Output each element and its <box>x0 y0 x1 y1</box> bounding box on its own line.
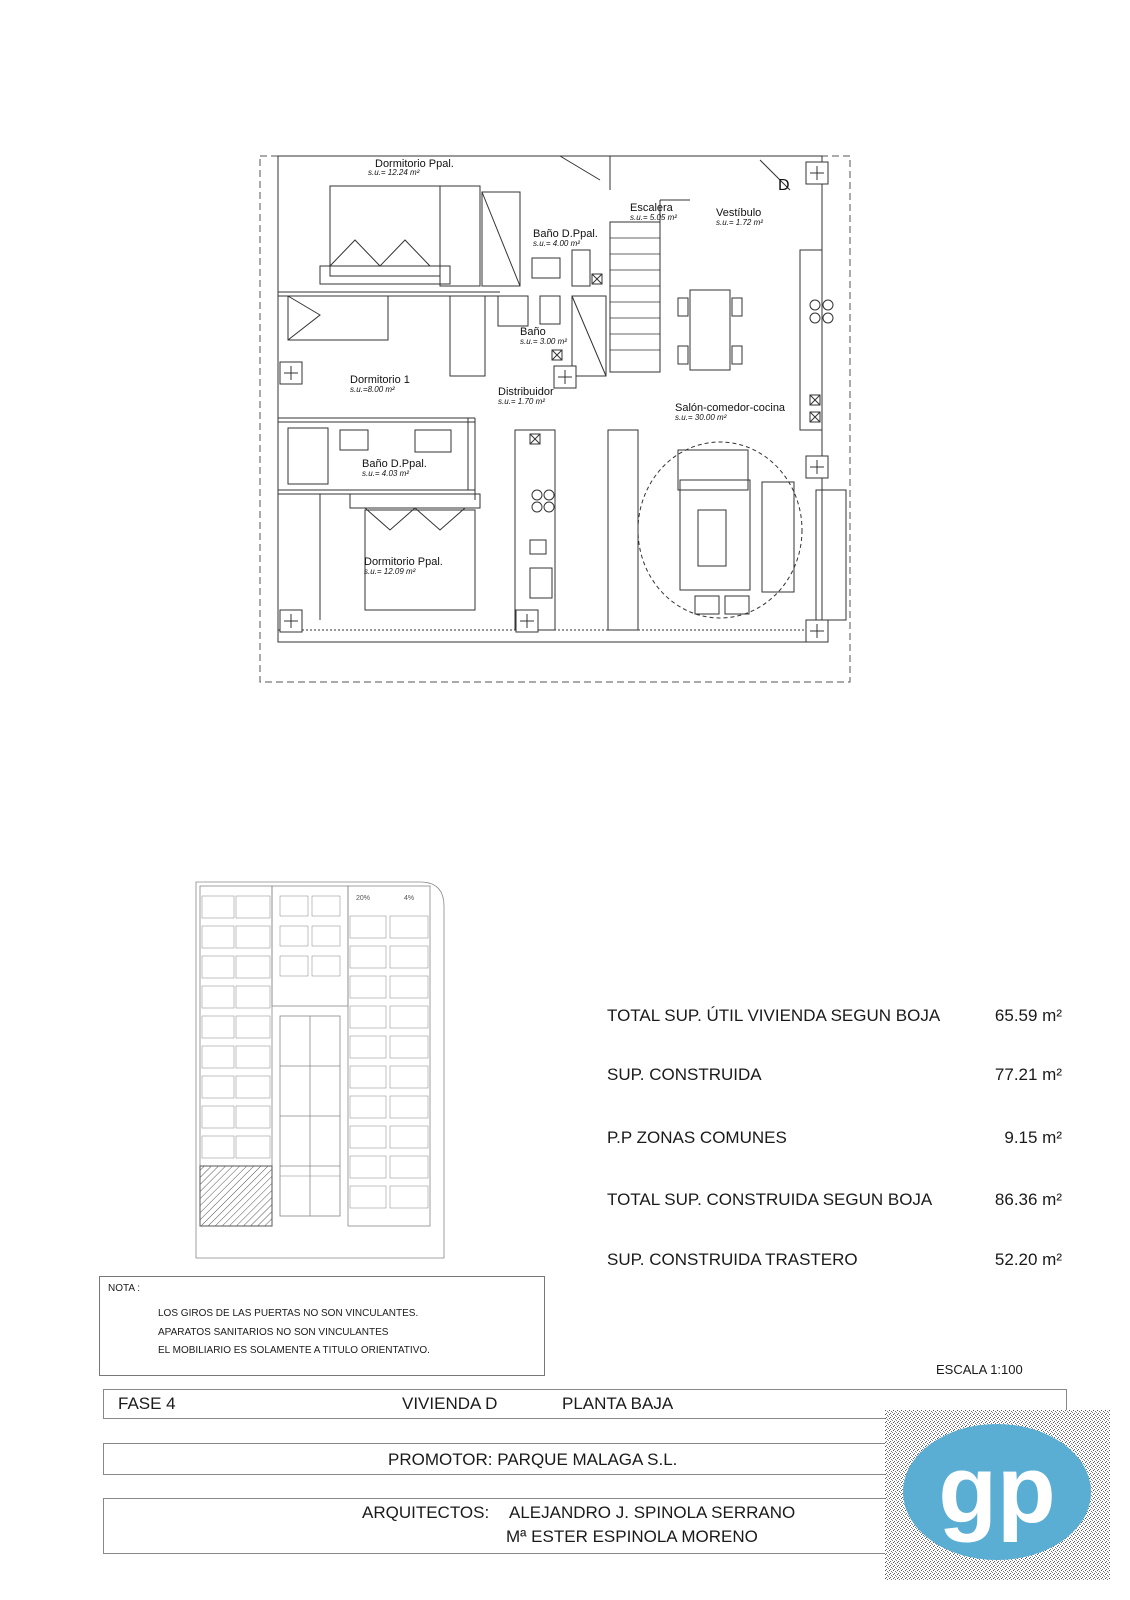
room-name: Baño D.Ppal. <box>362 458 427 470</box>
room-vestibulo: Vestíbulo s.u.= 1.72 m² <box>716 207 763 227</box>
logo-graphic: gp <box>885 1410 1110 1580</box>
room-name: Dormitorio Ppal. <box>375 158 454 170</box>
architects-label: ARQUITECTOS: <box>362 1503 490 1522</box>
area-value: 52.20 m² <box>994 1250 1062 1269</box>
area-value: 77.21 m² <box>994 1065 1062 1084</box>
room-bano-dppal-top: Baño D.Ppal. s.u.= 4.00 m² <box>533 228 598 248</box>
note-line: LOS GIROS DE LAS PUERTAS NO SON VINCULAN… <box>158 1308 419 1319</box>
area-row: P.P ZONAS COMUNES 9.15 m² <box>607 1128 1062 1152</box>
note-box: NOTA : LOS GIROS DE LAS PUERTAS NO SON V… <box>99 1276 545 1376</box>
site-key-plan: 20% 4% <box>195 881 445 1259</box>
room-area: s.u.= 4.00 m² <box>533 239 580 248</box>
note-title: NOTA : <box>108 1283 141 1294</box>
promoter-label: PROMOTOR: PARQUE MALAGA S.L. <box>388 1450 678 1469</box>
room-name: Dormitorio Ppal. <box>364 556 443 568</box>
room-name: Distribuidor <box>498 386 554 398</box>
room-name: Baño <box>520 326 546 338</box>
unit-label: VIVIENDA D <box>402 1394 498 1413</box>
gp-logo: gp <box>885 1410 1110 1580</box>
room-dormitorio-ppal-top: Dormitorio Ppal. s.u.= 12.24 m² <box>368 158 454 177</box>
room-area: s.u.= 1.72 m² <box>716 218 763 227</box>
area-row: SUP. CONSTRUIDA 77.21 m² <box>607 1065 1062 1089</box>
architect-1: ALEJANDRO J. SPINOLA SERRANO <box>509 1503 796 1522</box>
site-label-1: 20% <box>356 895 370 902</box>
unit-letter: D <box>778 177 790 194</box>
room-area: s.u.= 12.09 m² <box>364 567 416 576</box>
note-line: EL MOBILIARIO ES SOLAMENTE A TITULO ORIE… <box>158 1345 430 1356</box>
area-value: 65.59 m² <box>994 1006 1062 1025</box>
area-value: 86.36 m² <box>994 1190 1062 1209</box>
room-bano-dppal-bottom: Baño D.Ppal. s.u.= 4.03 m² <box>362 458 427 478</box>
room-dormitorio-1: Dormitorio 1 s.u.=8.00 m² <box>350 374 410 394</box>
room-name: Salón-comedor-cocina <box>675 402 786 414</box>
logo-text: gp <box>938 1436 1055 1543</box>
area-label: SUP. CONSTRUIDA TRASTERO <box>607 1250 858 1269</box>
highlighted-unit <box>199 1165 273 1227</box>
site-label-2: 4% <box>404 895 414 902</box>
room-dormitorio-ppal-bottom: Dormitorio Ppal. s.u.= 12.09 m² <box>364 556 443 576</box>
room-area: s.u.=8.00 m² <box>350 385 395 394</box>
room-area: s.u.= 12.24 m² <box>368 168 420 177</box>
area-row: SUP. CONSTRUIDA TRASTERO 52.20 m² <box>607 1250 1062 1274</box>
area-value: 9.15 m² <box>1004 1128 1062 1147</box>
room-name: Vestíbulo <box>716 207 761 219</box>
room-name: Baño D.Ppal. <box>533 228 598 240</box>
floor-label: PLANTA BAJA <box>562 1394 674 1413</box>
room-name: Escalera <box>630 202 674 214</box>
room-area: s.u.= 4.03 m² <box>362 469 409 478</box>
area-label: SUP. CONSTRUIDA <box>607 1065 762 1084</box>
room-area: s.u.= 1.70 m² <box>498 397 545 406</box>
area-row: TOTAL SUP. CONSTRUIDA SEGUN BOJA 86.36 m… <box>607 1190 1062 1214</box>
area-row: TOTAL SUP. ÚTIL VIVIENDA SEGUN BOJA 65.5… <box>607 1006 1062 1030</box>
room-name: Dormitorio 1 <box>350 374 410 386</box>
scale-label: ESCALA 1:100 <box>936 1362 1023 1377</box>
room-salon-comedor-cocina: Salón-comedor-cocina s.u.= 30.00 m² <box>675 402 786 422</box>
room-area: s.u.= 30.00 m² <box>675 413 727 422</box>
architect-2: Mª ESTER ESPINOLA MORENO <box>506 1527 758 1546</box>
room-escalera: Escalera s.u.= 5.05 m² <box>630 202 677 222</box>
area-label: P.P ZONAS COMUNES <box>607 1128 787 1147</box>
note-line: APARATOS SANITARIOS NO SON VINCULANTES <box>158 1327 389 1338</box>
area-label: TOTAL SUP. ÚTIL VIVIENDA SEGUN BOJA <box>607 1006 941 1025</box>
floor-plan: D Dormitorio Ppal. s.u.= 12.24 m² Baño D… <box>259 155 851 683</box>
area-label: TOTAL SUP. CONSTRUIDA SEGUN BOJA <box>607 1190 933 1209</box>
room-bano: Baño s.u.= 3.00 m² <box>520 326 567 346</box>
phase-label: FASE 4 <box>118 1394 176 1413</box>
room-area: s.u.= 3.00 m² <box>520 337 567 346</box>
room-distribuidor: Distribuidor s.u.= 1.70 m² <box>498 386 554 406</box>
room-area: s.u.= 5.05 m² <box>630 213 677 222</box>
